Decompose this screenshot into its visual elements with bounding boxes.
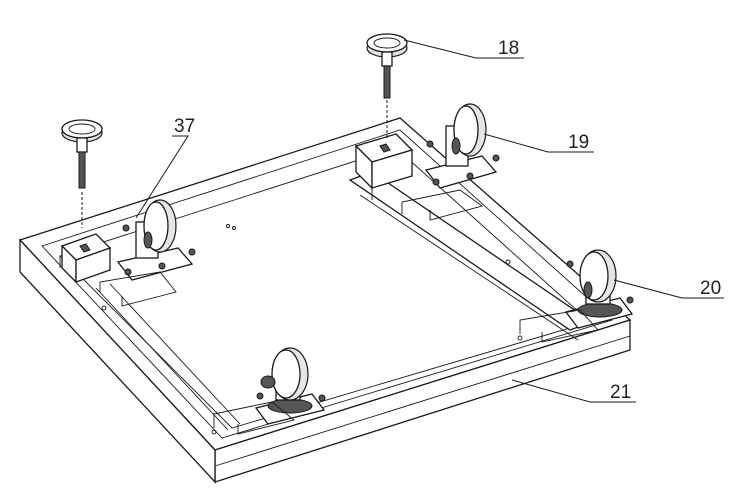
caster-19 [424,103,500,189]
callout-21: 21 [610,382,631,403]
leveling-foot-left [61,119,103,228]
callout-18: 18 [498,38,519,59]
caster-front-left [254,347,326,425]
callout-leaders [135,39,724,403]
rear-left-bracket [60,233,112,284]
callout-37: 37 [174,116,195,137]
callout-20: 20 [700,278,721,299]
leveling-foot-18 [366,33,408,140]
base-frame [18,117,632,484]
callout-19: 19 [568,132,589,153]
rear-right-bracket [354,133,414,190]
left-rail [95,283,241,431]
caster-rear-left [116,199,196,281]
caster-20 [564,249,634,329]
screw-location-lines [99,189,599,435]
